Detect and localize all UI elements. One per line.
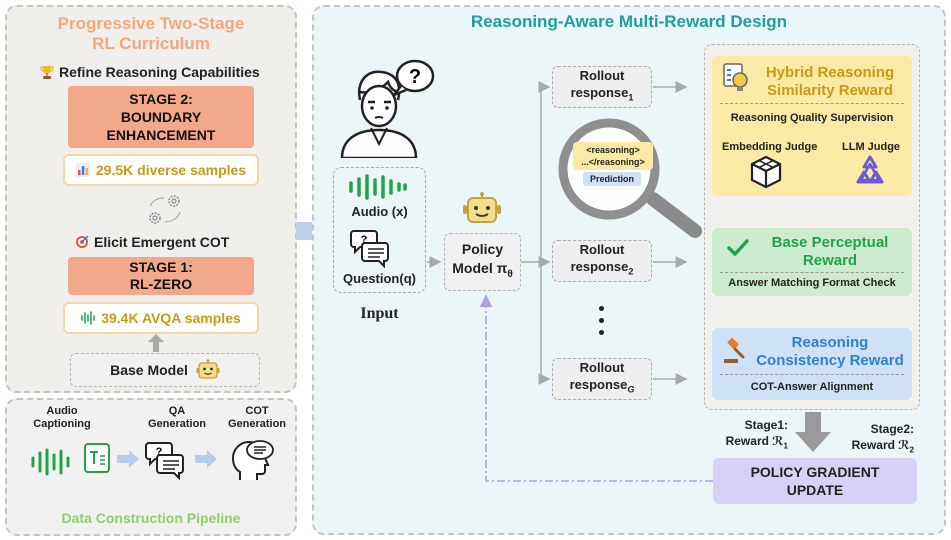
stage1-reward: Stage1: Reward ℛ1 (725, 418, 788, 451)
pipeline-arrow-2 (195, 450, 217, 468)
base-reward-title: Base Perceptual Reward (771, 234, 889, 269)
head-icon (231, 440, 274, 480)
policy-model-box: Policy Model πθ (444, 233, 521, 291)
stage2-reward: Stage2: Reward ℛ2 (851, 422, 914, 455)
base-reward-card (712, 228, 912, 296)
pipeline-waveform-icon (31, 448, 70, 476)
base-divider (720, 272, 904, 273)
input-label: Input (360, 305, 399, 322)
reasoning-tag: <reasoning> ...</reasoning> (573, 142, 653, 170)
diverse-samples-box: 29.5K diverse samples (63, 154, 259, 186)
answer-check: Answer Matching Format Check (728, 277, 896, 289)
hybrid-divider (720, 103, 904, 104)
base-model-box: Base Model (70, 353, 260, 387)
embedding-judge-label: Embedding Judge (722, 141, 818, 153)
robot-icon (196, 359, 220, 379)
audio-waveform-icon (349, 174, 407, 200)
curriculum-title: Progressive Two-Stage RL Curriculum (57, 14, 245, 53)
refine-label: Refine Reasoning Capabilities (40, 64, 260, 80)
consistency-reward-card (712, 328, 912, 400)
question-bubble-icon: ? (392, 59, 435, 97)
pipeline-step-qa-generation: QA Generation (147, 405, 207, 430)
reward-down-arrow (795, 412, 831, 452)
rollout-2: Rollout response2 (552, 240, 652, 282)
cot-alignment: COT-Answer Alignment (750, 381, 874, 393)
pipeline-title: Data Construction Pipeline (61, 510, 241, 526)
checkmark-icon (727, 239, 749, 256)
hybrid-reward-title: Hybrid Reasoning Similarity Reward (765, 64, 895, 99)
llm-judge-label: LLM Judge (842, 141, 901, 153)
audio-label: Audio (x) (351, 204, 408, 219)
consistency-reward-title: Reasoning Consistency Reward (756, 334, 904, 369)
avqa-samples-box: 39.4K AVQA samples (63, 302, 259, 334)
llm-logo-icon (856, 155, 884, 184)
prediction-tag: Prediction (583, 172, 641, 186)
input-box (333, 167, 426, 293)
quality-supervision: Reasoning Quality Supervision (730, 112, 894, 124)
consistency-divider (720, 374, 904, 375)
policy-gradient-box: POLICY GRADIENT UPDATE (713, 458, 917, 504)
policy-robot-icon (463, 192, 501, 223)
cube-icon (750, 155, 782, 189)
gavel-icon (724, 338, 745, 363)
stage1-box: STAGE 1: RL-ZERO (68, 257, 254, 295)
question-chat-icon: ? (350, 230, 389, 268)
target-icon (76, 235, 89, 248)
svg-text:?: ? (156, 446, 163, 458)
svg-text:?: ? (409, 66, 421, 88)
gears-icon (149, 195, 181, 224)
pipeline-step-cot-generation: COT Generation (227, 405, 287, 430)
chat-icon: ? (145, 442, 184, 480)
stage2-box: STAGE 2: BOUNDARY ENHANCEMENT (68, 86, 254, 148)
rollout-1: Rollout response1 (552, 66, 652, 108)
svg-text:?: ? (361, 234, 368, 246)
bar-chart-icon (75, 163, 90, 177)
rollout-g: Rollout responseG (552, 358, 652, 400)
pipeline-arrow-1 (117, 450, 139, 468)
document-icon (84, 443, 110, 473)
rollout-ellipsis (597, 306, 605, 340)
pipeline-step-audio-captioning: Audio Captioning (33, 405, 91, 430)
question-label: Question(q) (343, 271, 416, 286)
waveform-icon (81, 311, 95, 325)
bulb-icon (723, 63, 748, 91)
reward-design-title: Reasoning-Aware Multi-Reward Design (470, 12, 788, 31)
trophy-icon (40, 65, 54, 79)
elicit-label: Elicit Emergent COT (75, 234, 229, 250)
